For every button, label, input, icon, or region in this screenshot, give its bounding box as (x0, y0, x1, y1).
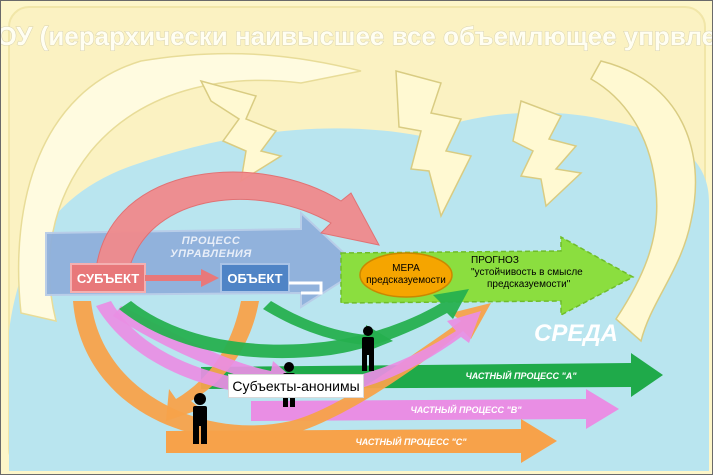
forecast-label-1: ПРОГНОЗ (471, 255, 519, 266)
partial-process-b-label: ЧАСТНЫЙ ПРОЦЕСС "В" (410, 404, 522, 415)
lightning-arrow-2 (395, 70, 473, 219)
partial-process-b-arrow (251, 389, 619, 429)
lightning-arrow-4 (589, 60, 697, 343)
measure-label-1: МЕРА (392, 263, 420, 274)
partial-process-c-arrow (166, 419, 557, 463)
control-process-label-2: УПРАВЛЕНИЯ (170, 248, 252, 260)
anonymous-subject-figure-3 (193, 393, 207, 444)
control-process-label-1: ПРОЦЕСС (182, 235, 241, 247)
environment-label: СРЕДА (534, 320, 618, 347)
feedback-arrow-red (95, 171, 380, 270)
subject-label: СУБЪЕКТ (77, 271, 139, 286)
forecast-label-2: "устойчивость в смысле (471, 267, 583, 278)
measure-label-2: предсказуемости (366, 275, 446, 286)
loop-arrow-orange-2 (166, 301, 259, 421)
lightning-arrow-3 (512, 99, 583, 208)
lightning-arrow-1 (199, 79, 283, 183)
subject-box (70, 263, 146, 293)
object-box (220, 263, 290, 293)
anonymous-subject-figure-1 (362, 326, 374, 371)
hierarchy-band-left (17, 52, 362, 323)
partial-process-c-label: ЧАСТНЫЙ ПРОЦЕСС "С" (355, 436, 467, 447)
title: ИНВОУ (иерархически наивысшее все объемл… (1, 21, 712, 51)
anonymous-subjects-label: Субъекты-анонимы (228, 374, 364, 398)
measure-ellipse (359, 252, 453, 298)
object-label: ОБЪЕКТ (227, 271, 282, 286)
subject-to-object-arrow (145, 269, 219, 287)
loop-arrow-orange (73, 301, 491, 440)
partial-process-a-label: ЧАСТНЫЙ ПРОЦЕСС "А" (465, 370, 577, 381)
object-output-arrow (289, 281, 323, 295)
loop-arrow-green-2 (263, 301, 393, 353)
forecast-label-3: предсказуемости" (487, 279, 571, 290)
loop-arrow-pink (96, 301, 481, 398)
